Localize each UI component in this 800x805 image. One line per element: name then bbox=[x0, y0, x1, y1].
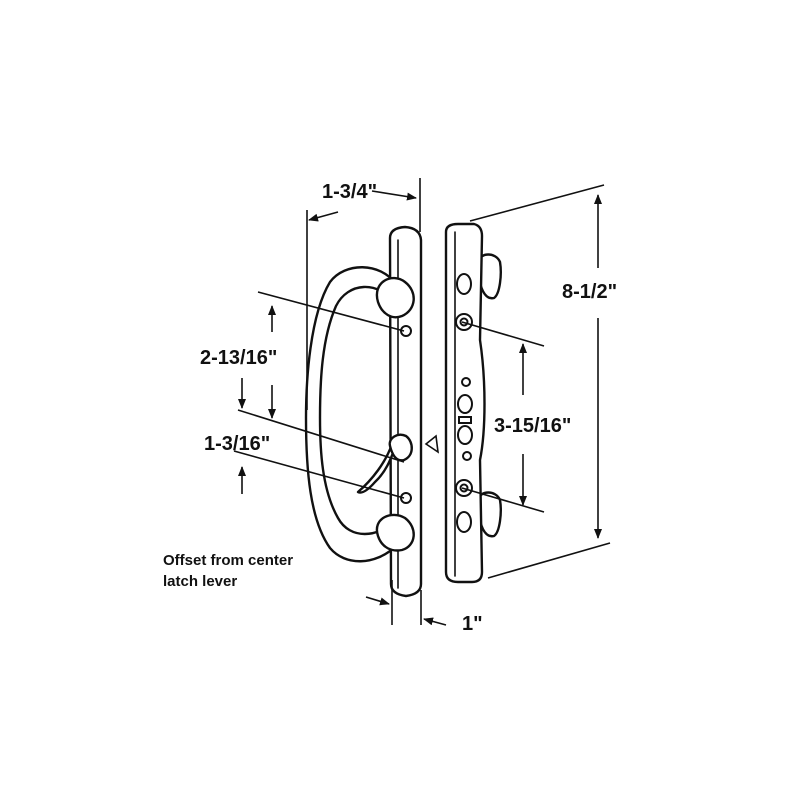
plate-small-hole bbox=[461, 377, 471, 387]
width-arrow-left bbox=[308, 211, 339, 222]
mounting-plate-assembly bbox=[444, 222, 502, 584]
height-extension-bottom bbox=[487, 542, 611, 579]
handle-top-boss bbox=[375, 276, 415, 319]
mount-lower-leader bbox=[461, 487, 545, 513]
plate-hole bbox=[456, 273, 472, 295]
handle-bottom-boss bbox=[375, 513, 415, 552]
thickness-arrow-in-right bbox=[423, 617, 447, 626]
lever-offset-label: 1-3/16" bbox=[204, 433, 270, 455]
offset-note-line2: latch lever bbox=[163, 573, 237, 590]
dimension-lines bbox=[233, 178, 611, 626]
thickness-arrow-in-left bbox=[365, 596, 390, 606]
overall-height-label: 8-1/2" bbox=[562, 281, 617, 303]
mount-upper-leader bbox=[461, 321, 545, 347]
handle-assembly bbox=[304, 225, 440, 598]
plate-top-post bbox=[476, 253, 502, 300]
plate-hole bbox=[457, 425, 473, 445]
latch-lever-hub bbox=[388, 433, 413, 462]
plate-small-hole bbox=[462, 451, 472, 461]
plate-thickness-label: 1" bbox=[462, 613, 483, 635]
offset-note-line1: Offset from center bbox=[163, 552, 293, 569]
plate-slot bbox=[458, 416, 472, 424]
height-extension-top bbox=[469, 184, 605, 222]
hole-upper-leader bbox=[257, 291, 405, 332]
offset-leader bbox=[233, 450, 405, 499]
latch-tab bbox=[424, 434, 440, 454]
plate-hole bbox=[457, 394, 473, 414]
hole-lower-leader bbox=[237, 409, 405, 463]
overall-width-label: 1-3/4" bbox=[322, 181, 377, 203]
mount-spacing-label: 3-15/16" bbox=[494, 415, 571, 437]
plate-bottom-post bbox=[476, 491, 502, 538]
labels: 1-3/4" 2-13/16" 1-3/16" 1" 3-15/16" 8-1/… bbox=[163, 181, 617, 635]
width-arrow-right bbox=[371, 190, 417, 201]
plate-hole bbox=[456, 511, 472, 533]
hole-spacing-label: 2-13/16" bbox=[200, 347, 277, 369]
